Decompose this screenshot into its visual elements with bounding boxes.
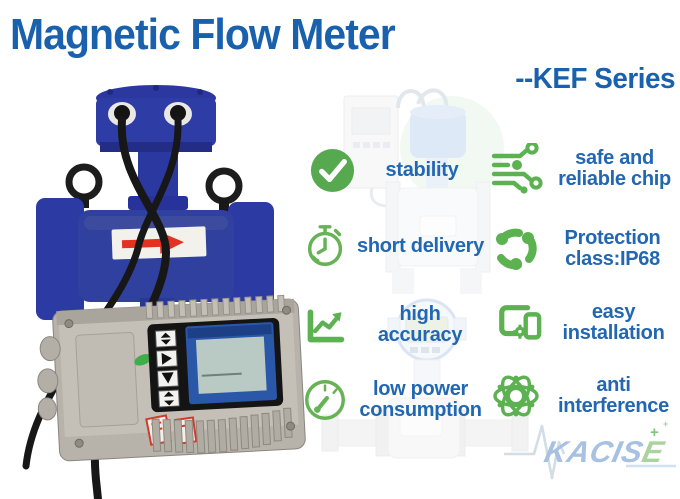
line-chart-icon [307,309,345,343]
feature-label: stability [385,159,459,181]
feature-anti-interference: anti interference [489,369,677,423]
series-subtitle: --KEF Series [515,63,675,95]
brand-name: KACISE [541,436,668,469]
circuit-chip-icon [491,143,543,194]
atom-icon [493,375,539,417]
feature-label: high accuracy [377,302,463,346]
feature-protection-ip68: Protection class:IP68 [490,224,678,274]
pulse-line-icon [504,424,676,480]
feature-short-delivery: short delivery [302,222,484,270]
feature-high-accuracy: high accuracy [302,301,484,348]
feature-low-power: low power consumption [301,376,485,424]
feature-safe-chip: safe and reliable chip [490,143,678,195]
page-title: Magnetic Flow Meter [10,10,396,59]
cable-glands [108,102,192,126]
feature-label: short delivery [357,234,484,257]
feature-easy-installation: easy installation [493,300,675,346]
feature-label: safe and reliable chip [558,147,671,190]
heat-sink-fins [151,407,293,454]
keypad-buttons [154,329,180,408]
stopwatch-icon [307,225,343,266]
sparkle-small-icon: + [663,419,669,429]
gauge-icon [305,380,345,420]
flow-meter-product-image [22,85,306,499]
kacise-logo: KACISE + + [500,412,680,492]
feature-stability: stability [308,146,480,195]
recycle-shield-icon [496,228,537,270]
lcd-display [185,322,278,405]
devices-icon [499,305,542,340]
sparkle-icon: + [650,424,659,441]
check-circle-icon [310,148,355,193]
feature-label: easy installation [562,301,665,344]
keypad-display-panel [147,317,284,413]
feature-label: low power consumption [359,378,482,421]
feature-label: anti interference [558,374,669,417]
feature-label: Protection class:IP68 [564,227,661,270]
converter-box [37,294,306,462]
